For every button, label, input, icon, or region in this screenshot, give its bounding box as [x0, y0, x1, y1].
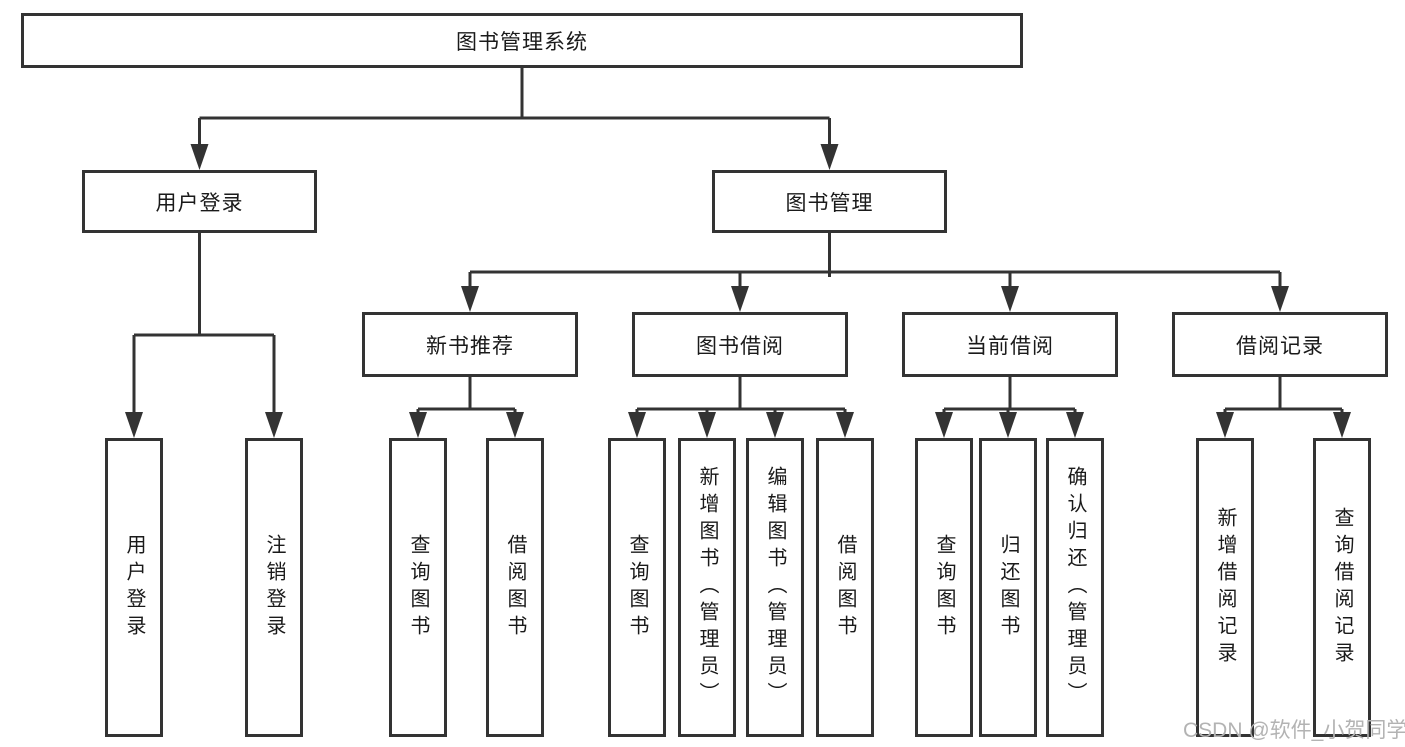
leaf-confirm-return-admin: 确认归还（管理员） [1046, 438, 1104, 737]
leaf-query-borrow-record: 查询借阅记录 [1313, 438, 1371, 737]
leaf-logout: 注销登录 [245, 438, 303, 737]
leaf-user-login: 用户登录 [105, 438, 163, 737]
node-book-management: 图书管理 [712, 170, 947, 233]
csdn-watermark: CSDN @软件_小贺同学 [1183, 719, 1405, 742]
leaf-return-books-label: 归还图书 [997, 533, 1019, 642]
leaf-edit-books-admin-label: 编辑图书（管理员） [764, 466, 786, 709]
leaf-edit-books-admin: 编辑图书（管理员） [746, 438, 804, 737]
node-current-borrowing: 当前借阅 [902, 312, 1118, 377]
node-system-root: 图书管理系统 [21, 13, 1023, 68]
leaf-add-borrow-record: 新增借阅记录 [1196, 438, 1254, 737]
leaf-borrow-books-borrowing-label: 借阅图书 [834, 533, 856, 642]
node-user-login: 用户登录 [82, 170, 317, 233]
leaf-add-books-admin-label: 新增图书（管理员） [696, 466, 718, 709]
leaf-borrow-books-recommend-label: 借阅图书 [504, 533, 526, 642]
leaf-query-books-recommend-label: 查询图书 [407, 533, 429, 642]
leaf-user-login-label: 用户登录 [123, 533, 145, 642]
node-book-borrowing: 图书借阅 [632, 312, 848, 377]
leaf-add-books-admin: 新增图书（管理员） [678, 438, 736, 737]
leaf-return-books: 归还图书 [979, 438, 1037, 737]
node-borrowing-records: 借阅记录 [1172, 312, 1388, 377]
leaf-borrow-books-borrowing: 借阅图书 [816, 438, 874, 737]
leaf-logout-label: 注销登录 [263, 533, 285, 642]
leaf-query-books-borrowing: 查询图书 [608, 438, 666, 737]
leaf-query-books-current: 查询图书 [915, 438, 973, 737]
leaf-query-books-recommend: 查询图书 [389, 438, 447, 737]
leaf-query-books-borrowing-label: 查询图书 [626, 533, 648, 642]
node-new-book-recommend: 新书推荐 [362, 312, 578, 377]
leaf-add-borrow-record-label: 新增借阅记录 [1214, 506, 1236, 669]
leaf-query-borrow-record-label: 查询借阅记录 [1331, 506, 1353, 669]
leaf-query-books-current-label: 查询图书 [933, 533, 955, 642]
leaf-confirm-return-admin-label: 确认归还（管理员） [1064, 466, 1086, 709]
leaf-borrow-books-recommend: 借阅图书 [486, 438, 544, 737]
